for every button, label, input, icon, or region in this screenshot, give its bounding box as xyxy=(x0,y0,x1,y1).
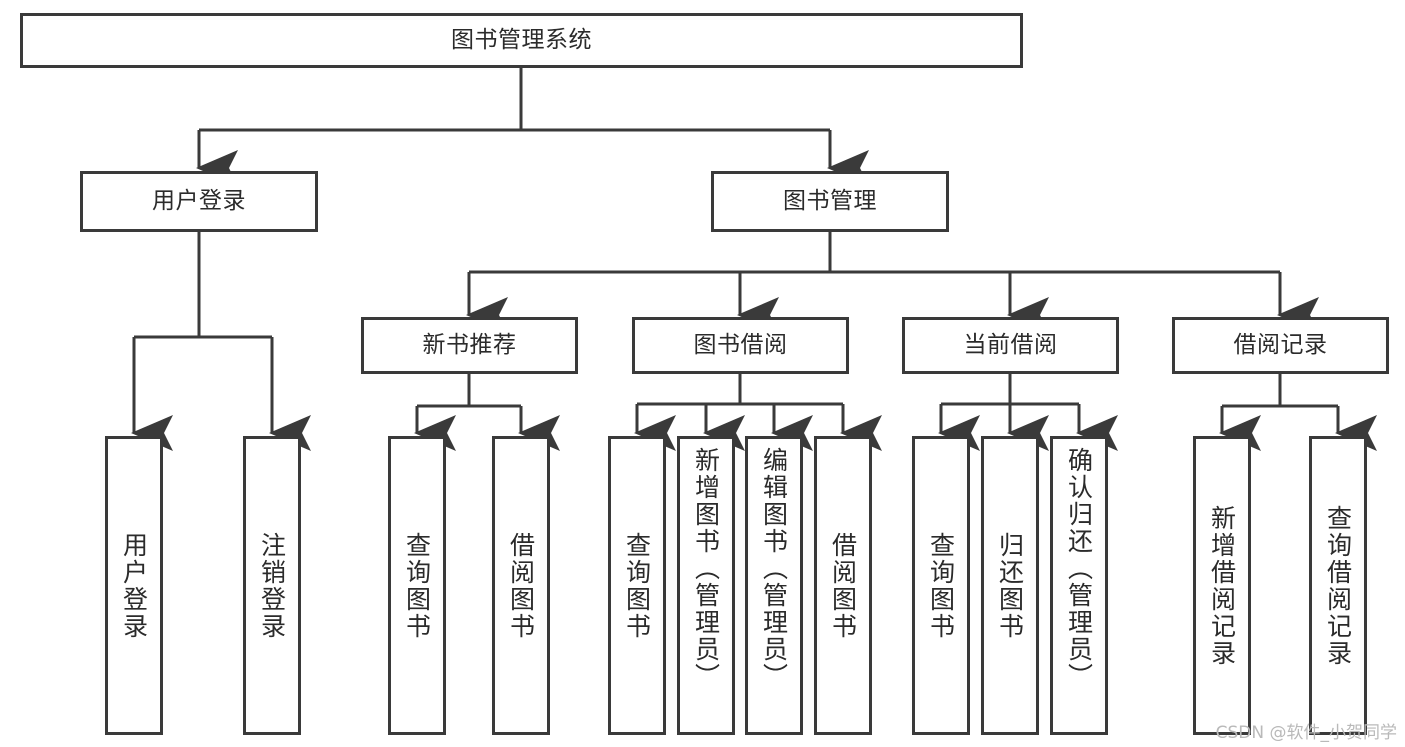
watermark-text: CSDN @软件_小贺同学 xyxy=(1215,723,1397,743)
node-leaf-borrow-book-new-label: 借阅图书 xyxy=(506,531,536,640)
node-leaf-query-book-borrow-label: 查询图书 xyxy=(622,531,652,640)
node-leaf-query-book-current[interactable]: 查询图书 xyxy=(912,436,970,735)
node-new-book-recommend-label: 新书推荐 xyxy=(422,332,517,359)
node-user-login[interactable]: 用户登录 xyxy=(80,171,318,232)
node-leaf-query-borrow-record[interactable]: 查询借阅记录 xyxy=(1309,436,1367,735)
node-leaf-add-borrow-record[interactable]: 新增借阅记录 xyxy=(1193,436,1251,735)
node-leaf-borrow-book-new[interactable]: 借阅图书 xyxy=(492,436,550,735)
node-borrow-record-label: 借阅记录 xyxy=(1233,332,1328,359)
node-leaf-query-book-new[interactable]: 查询图书 xyxy=(388,436,446,735)
node-root-label: 图书管理系统 xyxy=(451,27,592,54)
node-leaf-borrow-book[interactable]: 借阅图书 xyxy=(814,436,872,735)
node-leaf-return-book[interactable]: 归还图书 xyxy=(981,436,1039,735)
node-leaf-user-login-label: 用户登录 xyxy=(119,531,149,640)
node-current-borrow[interactable]: 当前借阅 xyxy=(902,317,1119,374)
node-leaf-logout-label: 注销登录 xyxy=(257,531,287,640)
node-new-book-recommend[interactable]: 新书推荐 xyxy=(361,317,578,374)
node-book-management[interactable]: 图书管理 xyxy=(711,171,949,232)
node-current-borrow-label: 当前借阅 xyxy=(963,332,1058,359)
node-leaf-query-book-current-label: 查询图书 xyxy=(926,531,956,640)
node-leaf-query-book-borrow[interactable]: 查询图书 xyxy=(608,436,666,735)
node-leaf-borrow-book-label: 借阅图书 xyxy=(828,531,858,640)
node-book-borrow-label: 图书借阅 xyxy=(693,332,788,359)
node-user-login-label: 用户登录 xyxy=(152,188,246,215)
node-book-borrow[interactable]: 图书借阅 xyxy=(632,317,849,374)
node-leaf-logout[interactable]: 注销登录 xyxy=(243,436,301,735)
node-leaf-user-login[interactable]: 用户登录 xyxy=(105,436,163,735)
node-leaf-edit-book-admin-label: 编辑图书（管理员） xyxy=(759,447,789,690)
node-leaf-query-borrow-record-label: 查询借阅记录 xyxy=(1323,504,1353,667)
node-leaf-add-book-admin-label: 新增图书（管理员） xyxy=(691,447,721,690)
node-leaf-add-borrow-record-label: 新增借阅记录 xyxy=(1207,504,1237,667)
node-book-management-label: 图书管理 xyxy=(783,188,877,215)
node-leaf-add-book-admin[interactable]: 新增图书（管理员） xyxy=(677,436,735,735)
node-leaf-confirm-return-admin-label: 确认归还（管理员） xyxy=(1064,447,1094,690)
node-leaf-edit-book-admin[interactable]: 编辑图书（管理员） xyxy=(745,436,803,735)
node-leaf-confirm-return-admin[interactable]: 确认归还（管理员） xyxy=(1050,436,1108,735)
node-borrow-record[interactable]: 借阅记录 xyxy=(1172,317,1389,374)
node-leaf-return-book-label: 归还图书 xyxy=(995,531,1025,640)
node-root[interactable]: 图书管理系统 xyxy=(20,13,1023,68)
node-leaf-query-book-new-label: 查询图书 xyxy=(402,531,432,640)
